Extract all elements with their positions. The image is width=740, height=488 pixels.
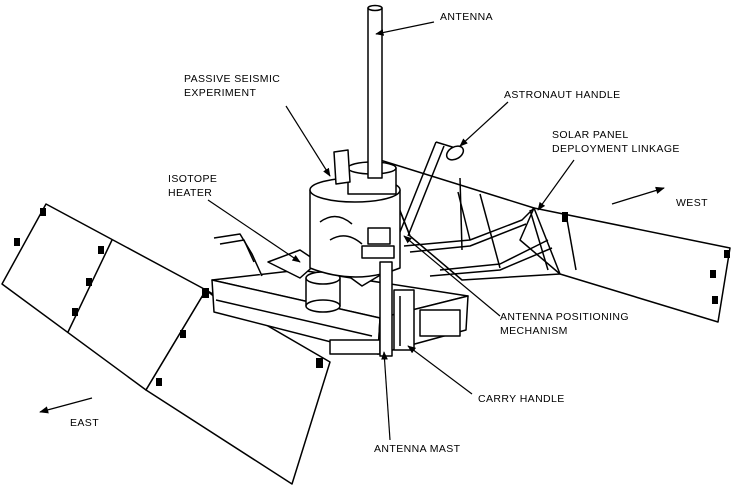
leader-isotope-heater [207,199,301,263]
label-solar-panel-1: SOLAR PANEL [552,129,629,141]
east-arrow [39,397,93,414]
isotope-heater [305,271,341,313]
leader-carry-handle [407,345,473,395]
west-solar-panel-far [533,207,731,323]
west-arrow [611,186,665,205]
deployment-linkage [403,191,553,277]
leader-antenna-positioning [403,235,501,317]
label-isotope-2: HEATER [168,187,213,199]
label-solar-panel-2: DEPLOYMENT LINKAGE [552,143,680,155]
leader-antenna [375,21,435,36]
label-antenna-positioning-2: MECHANISM [500,325,568,337]
label-isotope-1: ISOTOPE [168,173,218,185]
label-antenna-positioning-1: ANTENNA POSITIONING [500,311,629,323]
east-solar-panel-near [145,288,331,485]
label-antenna-mast: ANTENNA MAST [374,443,461,455]
label-carry-handle: CARRY HANDLE [478,393,565,405]
label-passive-seismic-1: PASSIVE SEISMIC [184,73,281,85]
antenna-mast [367,4,415,357]
east-solar-panel-far [1,203,207,391]
label-passive-seismic-2: EXPERIMENT [184,87,257,99]
astronaut-handle [399,141,465,237]
label-west: WEST [676,197,708,209]
label-east: EAST [70,417,100,429]
leader-passive-seismic [285,105,331,177]
seismic-experiment-body [309,149,401,278]
label-astronaut-handle: ASTRONAUT HANDLE [504,89,621,101]
label-antenna: ANTENNA [440,11,493,23]
leader-lines [207,21,575,441]
leader-antenna-mast [381,351,391,441]
leader-solar-linkage [537,159,575,211]
leader-astronaut-handle [459,101,509,147]
west-solar-panel-near [379,159,561,281]
